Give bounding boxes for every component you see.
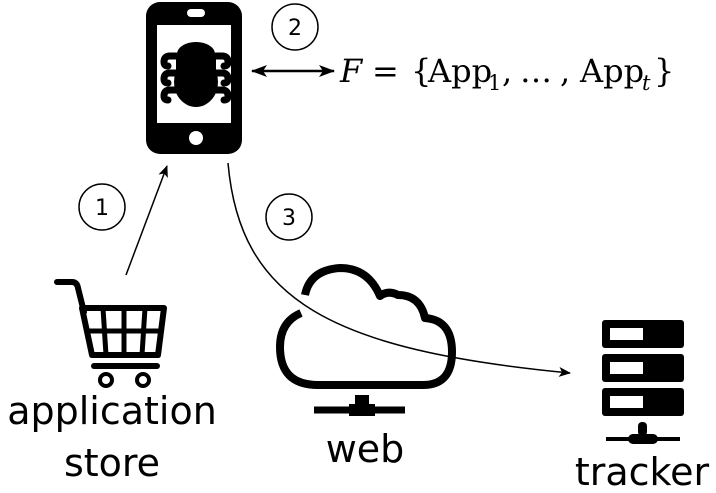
step-badge-2: 2 bbox=[271, 3, 319, 51]
shopping-cart-icon[interactable] bbox=[54, 279, 167, 388]
store-label-line2: store bbox=[64, 441, 160, 485]
step-badge-3: 3 bbox=[265, 193, 313, 241]
formula-eq: = bbox=[372, 52, 399, 90]
server-rack-icon[interactable] bbox=[602, 320, 684, 444]
formula-open: { bbox=[411, 52, 431, 90]
formula-sep2: , bbox=[560, 52, 570, 90]
step-number-2: 2 bbox=[288, 16, 302, 41]
step-number-3: 3 bbox=[282, 206, 296, 231]
step-number-1: 1 bbox=[95, 196, 109, 221]
formula-dots: … bbox=[520, 52, 552, 90]
formula-close: } bbox=[654, 52, 674, 90]
smartphone-with-bug-icon[interactable] bbox=[146, 2, 242, 154]
formula-subt: t bbox=[642, 71, 651, 95]
tracker-label: tracker bbox=[575, 450, 710, 493]
formula-lhs: F bbox=[339, 52, 364, 90]
arrow-step-3 bbox=[227, 162, 571, 377]
cloud-network-icon[interactable] bbox=[276, 264, 456, 416]
arrow-step-1 bbox=[125, 165, 168, 276]
formula-appt: App bbox=[579, 52, 644, 90]
formula: F = { App 1 , … , App t } bbox=[339, 52, 674, 95]
svg-text:, … , App: , … , App bbox=[502, 52, 644, 90]
bug-icon bbox=[160, 42, 232, 107]
web-label: web bbox=[326, 427, 405, 471]
formula-app1: App bbox=[427, 52, 492, 90]
store-label-line1: application bbox=[7, 389, 217, 433]
formula-sep1: , bbox=[502, 52, 512, 90]
formula-sub1: 1 bbox=[488, 71, 501, 95]
step-badge-1: 1 bbox=[78, 183, 126, 231]
svg-text:F = { App: F = { App bbox=[339, 52, 492, 90]
